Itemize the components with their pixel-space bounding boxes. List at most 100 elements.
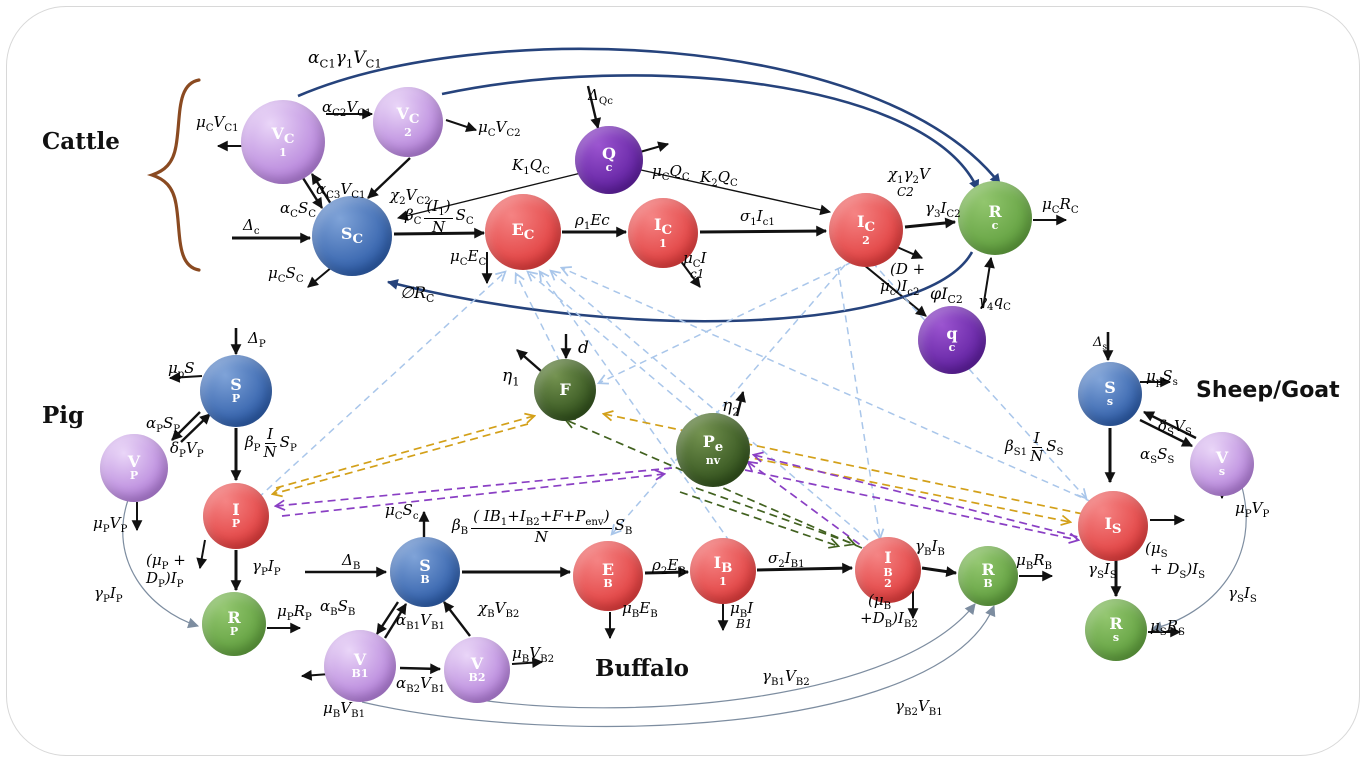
flow-arrow — [921, 566, 958, 577]
param-label: μpS — [168, 359, 195, 380]
param-label: μBEB — [622, 599, 658, 620]
frac-denominator: N — [431, 218, 446, 237]
param-label: μpSs — [1146, 367, 1178, 388]
param-label: K1QC — [512, 156, 550, 177]
node-RC-label: R — [988, 202, 1002, 222]
flow-arrow — [511, 657, 544, 669]
flow-arrow — [445, 119, 478, 133]
flow-arrow — [297, 47, 1002, 185]
flow-arrow — [679, 259, 701, 288]
flow-arrow — [982, 256, 995, 309]
param-label: αC1γ1VC1 — [308, 48, 382, 71]
frac-pre: βB — [452, 516, 469, 538]
node-IP-label: I — [232, 500, 240, 520]
node-PE-label: Pe — [702, 431, 724, 456]
frac-post: SS — [1046, 436, 1064, 458]
node-VS-label: s — [1218, 465, 1226, 479]
node-VC2-label: VC — [396, 103, 420, 128]
node-VC1-label: 1 — [279, 145, 287, 159]
frac-numerator: ( IB1+IB2+F+Penv) — [471, 507, 612, 530]
flow-arrow — [904, 217, 957, 229]
param-label: μCQC — [652, 162, 690, 183]
node-IB2-label: I — [884, 548, 892, 568]
param-label: μCVC1 — [196, 113, 239, 134]
flow-arrow — [122, 499, 200, 629]
group-label-pig: Pig — [42, 402, 85, 429]
node-SP-label: S — [230, 375, 242, 395]
flow-arrow — [1139, 418, 1193, 448]
param-label: μBVB1 — [323, 699, 366, 720]
frac-numerator: (I1) — [424, 197, 453, 220]
node-IS: IS — [1078, 491, 1148, 561]
param-label: Δs — [1093, 335, 1107, 353]
transmission-arrow — [695, 487, 854, 544]
param-label: μSRS — [1150, 617, 1186, 638]
param-label: δPVP — [170, 439, 204, 460]
node-IC2-label: 2 — [862, 233, 870, 247]
node-RP-label: P — [229, 625, 239, 639]
param-label: μPVP — [1235, 499, 1270, 520]
param-label: μCI — [683, 249, 707, 270]
node-IP-label: P — [231, 517, 241, 531]
param-label: d — [578, 338, 589, 358]
param-label: μBI — [730, 599, 754, 620]
param-label: (μP + — [146, 551, 186, 572]
param-label: μCSc — [385, 501, 419, 522]
flow-arrow — [441, 74, 980, 191]
param-label: μCSC — [268, 264, 304, 285]
transmission-arrow — [604, 414, 1084, 515]
node-RB-label: B — [983, 577, 993, 591]
transmission-arrow — [516, 274, 561, 363]
param-label: B1 — [736, 617, 753, 631]
param-label: μc)Ic2 — [880, 277, 920, 298]
node-qc-label: c — [948, 341, 956, 355]
param-label: γSIS — [1088, 560, 1117, 581]
frac-denominator: N — [263, 442, 277, 461]
param-label: χ1γ2V — [888, 165, 930, 186]
param-label: +DB)IB2 — [860, 609, 918, 630]
group-label-cattle: Cattle — [42, 128, 120, 155]
flow-arrow — [639, 141, 670, 153]
flow-arrow — [168, 371, 203, 383]
node-SC: SC — [312, 196, 392, 276]
group-label-buffalo: Buffalo — [595, 655, 690, 682]
param-label: σ2IB1 — [768, 549, 805, 570]
node-RS-label: s — [1112, 631, 1120, 645]
flow-arrow — [310, 173, 333, 205]
flow-arrow — [857, 259, 927, 317]
frac-denominator: N — [1030, 446, 1044, 465]
param-label: αB2VB1 — [396, 674, 445, 695]
transmission-arrow — [551, 271, 869, 541]
frac-stack: ( IB1+IB2+F+Penv)N — [471, 507, 612, 546]
param-label: αCSC — [280, 199, 317, 220]
param-label: (μB — [868, 591, 892, 612]
param-label: αC2VC1 — [322, 98, 372, 119]
param-label: αB1VB1 — [396, 611, 445, 632]
param-label: C2 — [897, 185, 914, 199]
node-EC-label: EC — [511, 219, 535, 243]
node-IC2-label: IC — [856, 211, 876, 236]
param-label: ρ1Ec — [575, 211, 610, 232]
param-label: φIC2 — [930, 284, 963, 307]
flow-arrow — [756, 562, 854, 574]
transmission-arrow — [599, 261, 853, 383]
param-label: ΔQc — [588, 86, 613, 107]
flow-arrow — [301, 177, 324, 209]
param-label: χ2VC2 — [390, 186, 431, 207]
